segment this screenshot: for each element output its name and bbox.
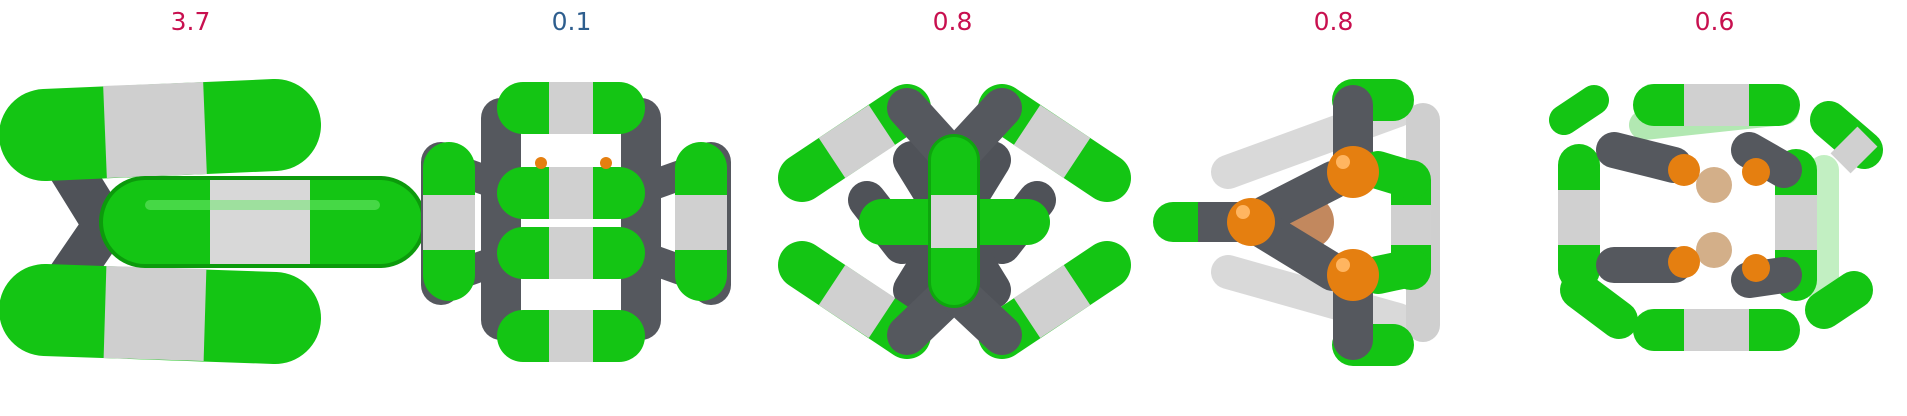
panel-4-value: 0.8: [1313, 7, 1354, 36]
panel-2-value: 0.1: [551, 7, 592, 36]
molecule-panel-5: 0.6: [1524, 0, 1905, 416]
molecule-1-render: [0, 79, 426, 364]
molecule-panel-3: 0.8: [762, 0, 1143, 416]
molecule-4-render: [1153, 79, 1440, 366]
panel-3-value: 0.8: [932, 7, 973, 36]
molecule-3-render: [778, 84, 1131, 359]
molecule-panel-4: 0.8: [1143, 0, 1524, 416]
molecule-panel-2: 0.1: [381, 0, 762, 416]
molecule-5-render: [1549, 84, 1883, 351]
molecule-panel-1: 3.7: [0, 0, 426, 416]
panel-5-value: 0.6: [1694, 7, 1735, 36]
panel-1-value: 3.7: [170, 7, 211, 36]
molecule-2-render: [421, 82, 731, 362]
